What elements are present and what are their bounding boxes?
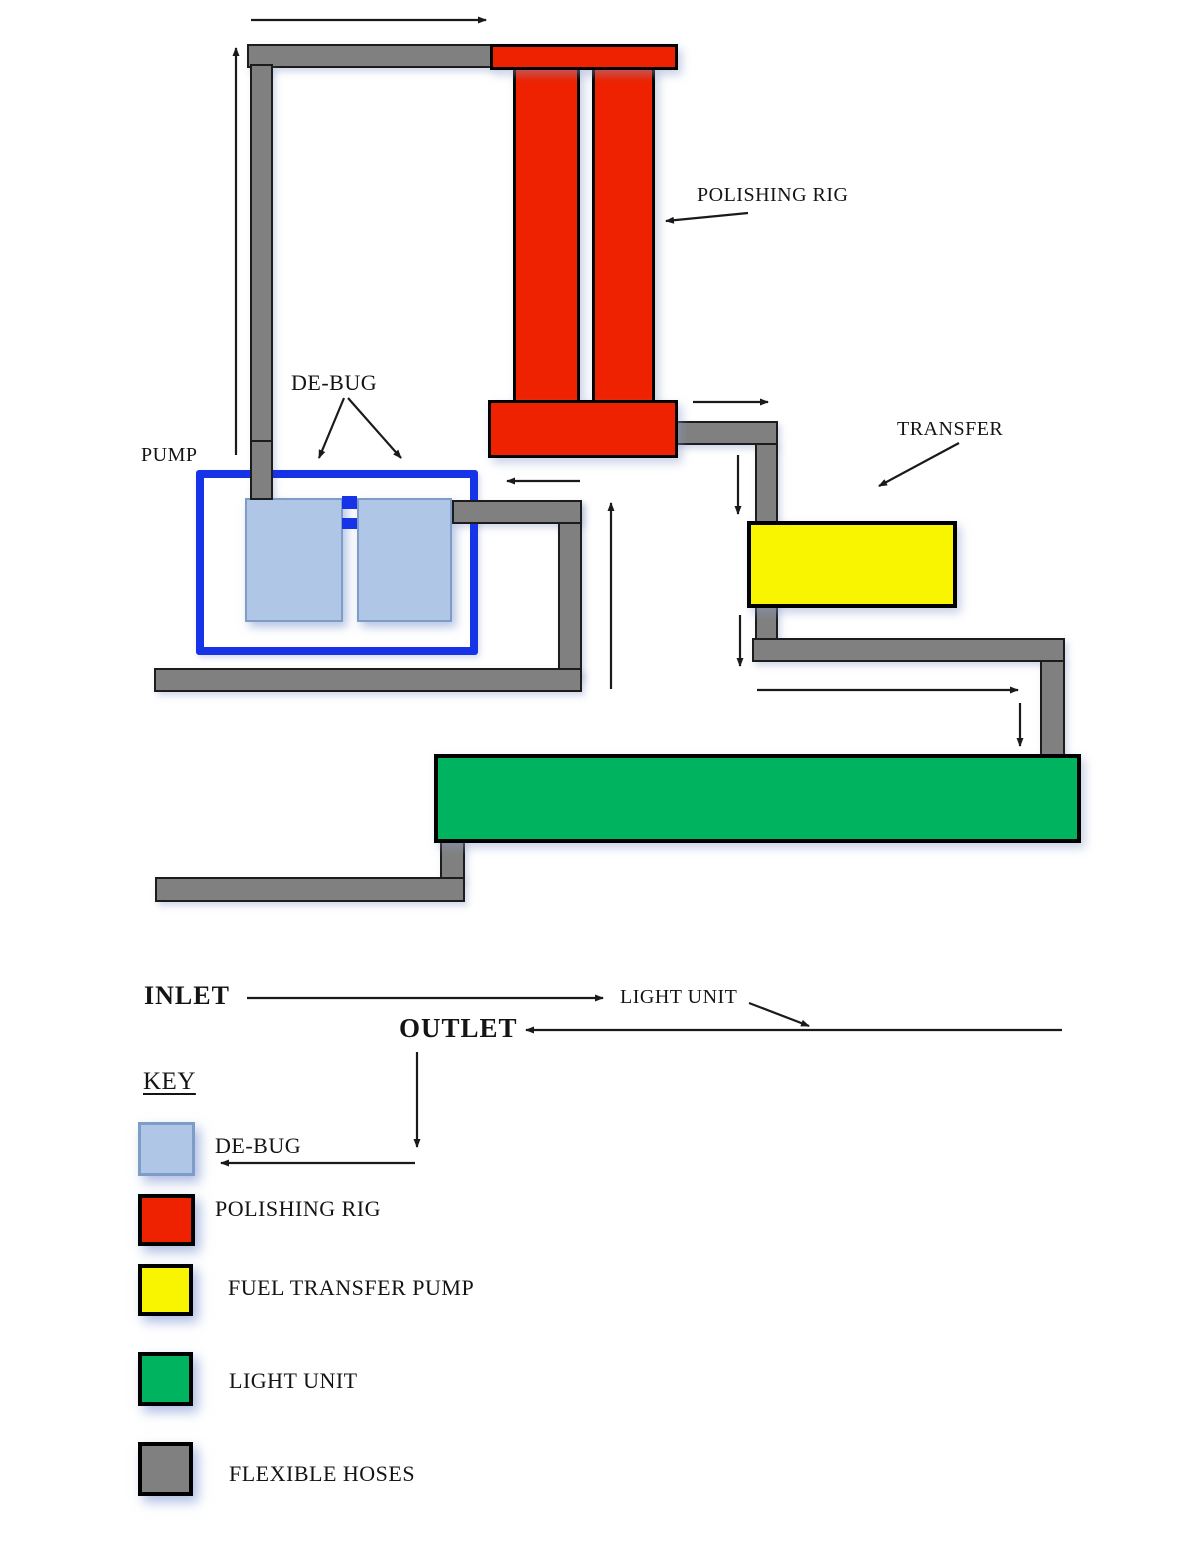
debug-label: DE-BUG: [291, 370, 378, 395]
arrow-polishing-rig-leader: [665, 211, 749, 224]
hose-debug-outlet-overlay: [452, 500, 582, 524]
arrow-transfer-leader: [878, 442, 960, 487]
key-swatch-debug: [138, 1122, 195, 1176]
key-swatch-fuel-transfer-pump: [138, 1264, 193, 1316]
hose-rig-outlet-vertical: [755, 443, 778, 525]
hose-top-horizontal: [247, 44, 494, 68]
polishing-rig-top-cap: [490, 44, 678, 70]
arrow-debug-leader-left: [317, 397, 346, 459]
hose-bottom-horizontal: [155, 877, 465, 902]
hose-rig-outlet-horizontal: [660, 421, 778, 445]
debug-unit-left: [245, 498, 343, 622]
key-label-light-unit: LIGHT UNIT: [229, 1368, 358, 1393]
pump-enclosure: [196, 470, 478, 655]
hose-lightunit-outlet-vertical: [440, 838, 465, 880]
key-swatch-flexible-hoses: [138, 1442, 193, 1496]
key-swatch-polishing-rig: [138, 1194, 195, 1246]
key-label-debug: DE-BUG: [215, 1133, 302, 1158]
hose-long-horizontal: [752, 638, 1065, 662]
pump-label: PUMP: [141, 444, 198, 466]
hose-pump-bottom-horizontal: [154, 668, 582, 692]
arrow-lightunit-leader: [748, 1001, 810, 1028]
polishing-rig-column-right: [592, 66, 655, 404]
polishing-rig-label: POLISHING RIG: [697, 184, 849, 206]
key-label-fuel-transfer-pump: FUEL TRANSFER PUMP: [228, 1275, 475, 1300]
polishing-rig-bottom-cap: [488, 400, 678, 458]
light-unit-label: LIGHT UNIT: [620, 986, 738, 1008]
hose-pump-right-vertical: [558, 500, 582, 678]
hose-left-vertical: [250, 64, 273, 500]
key-title: KEY: [143, 1068, 196, 1095]
key-label-polishing-rig: POLISHING RIG: [215, 1196, 381, 1221]
debug-unit-right: [357, 498, 452, 622]
outlet-label: OUTLET: [399, 1013, 518, 1043]
hose-right-vertical: [1040, 660, 1065, 760]
debug-connector-top: [342, 496, 357, 509]
light-unit: [434, 754, 1081, 843]
polishing-rig-column-left: [513, 66, 580, 404]
hose-left-vertical-overlay: [250, 440, 273, 500]
transfer-label: TRANSFER: [897, 418, 1004, 440]
inlet-label: INLET: [144, 981, 230, 1010]
arrow-debug-leader-right: [347, 397, 402, 459]
key-label-flexible-hoses: FLEXIBLE HOSES: [229, 1461, 416, 1486]
fuel-transfer-pump: [747, 521, 957, 608]
debug-connector-bottom: [342, 518, 357, 529]
key-swatch-light-unit: [138, 1352, 193, 1406]
